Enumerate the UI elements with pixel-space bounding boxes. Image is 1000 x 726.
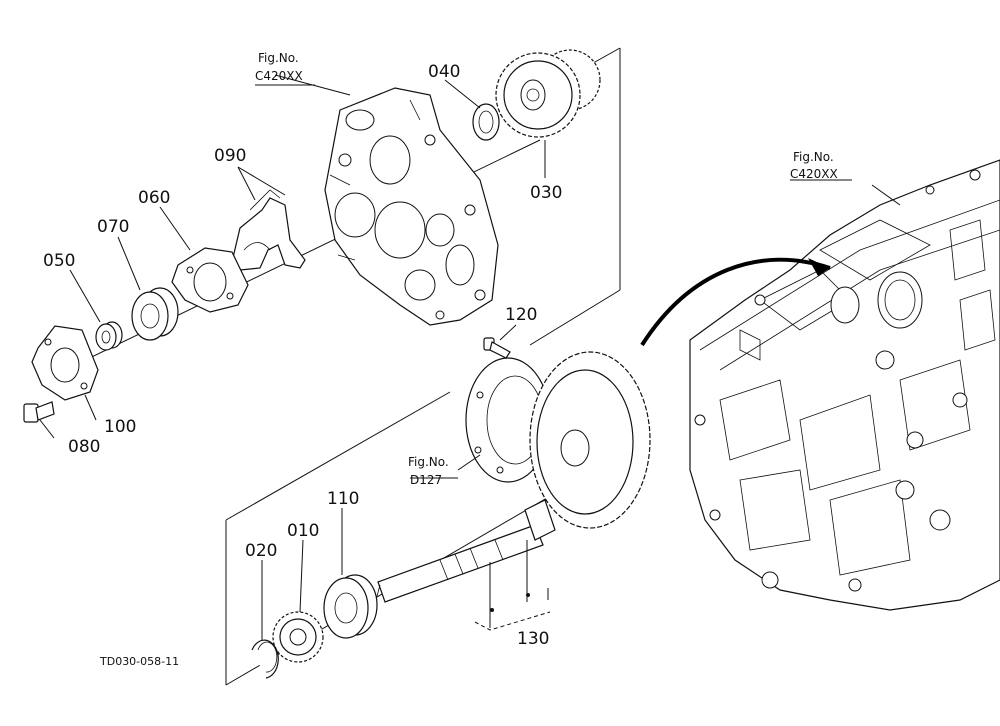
shaft-130 <box>375 499 556 603</box>
bearing-070 <box>131 287 179 341</box>
label-050: 050 <box>43 251 75 271</box>
label-080: 080 <box>68 437 100 457</box>
shift-fork-090 <box>231 189 306 271</box>
insertion-arrow <box>640 257 831 347</box>
cover-plate-100 <box>31 325 99 401</box>
fig-ref-code: C420XX <box>255 69 303 83</box>
label-120: 120 <box>505 305 537 325</box>
fig-ref-right: Fig.No. C420XX <box>790 150 838 181</box>
fig-ref-title: Fig.No. <box>408 455 449 469</box>
gear-case-plate <box>324 87 499 326</box>
label-100: 100 <box>104 417 136 437</box>
gear-010 <box>272 611 324 663</box>
flange-060 <box>171 247 249 313</box>
fig-ref-code: C420XX <box>790 167 838 181</box>
dot-marker <box>526 593 530 597</box>
bolt-080 <box>23 401 55 423</box>
label-040: 040 <box>428 62 460 82</box>
label-060: 060 <box>138 188 170 208</box>
part-labels: 040 030 090 060 070 050 100 080 120 110 … <box>43 62 562 649</box>
gear-030 <box>495 49 601 138</box>
label-110: 110 <box>327 489 359 509</box>
differential-case <box>465 357 551 483</box>
collar-050 <box>95 321 123 351</box>
fig-ref-title: Fig.No. <box>258 51 299 65</box>
bearing-040 <box>472 103 500 141</box>
fig-ref-lower: Fig.No. D127 <box>408 455 449 487</box>
bolt-120 <box>483 337 511 359</box>
arrow-head <box>808 258 830 276</box>
fig-ref-title: Fig.No. <box>793 150 834 164</box>
fig-ref-code: D127 <box>410 473 442 487</box>
label-020: 020 <box>245 541 277 561</box>
label-130: 130 <box>517 629 549 649</box>
label-090: 090 <box>214 146 246 166</box>
bevel-gear-ring <box>529 351 651 529</box>
fig-ref-upper: Fig.No. C420XX <box>255 51 303 83</box>
bearing-110 <box>323 574 378 639</box>
label-030: 030 <box>530 183 562 203</box>
drawing-code: TD030-058-11 <box>99 655 179 668</box>
label-070: 070 <box>97 217 129 237</box>
label-010: 010 <box>287 521 319 541</box>
transmission-case <box>689 159 1000 611</box>
leader-lines <box>39 74 901 640</box>
dot-marker <box>490 608 494 612</box>
snap-ring-020 <box>251 639 279 679</box>
